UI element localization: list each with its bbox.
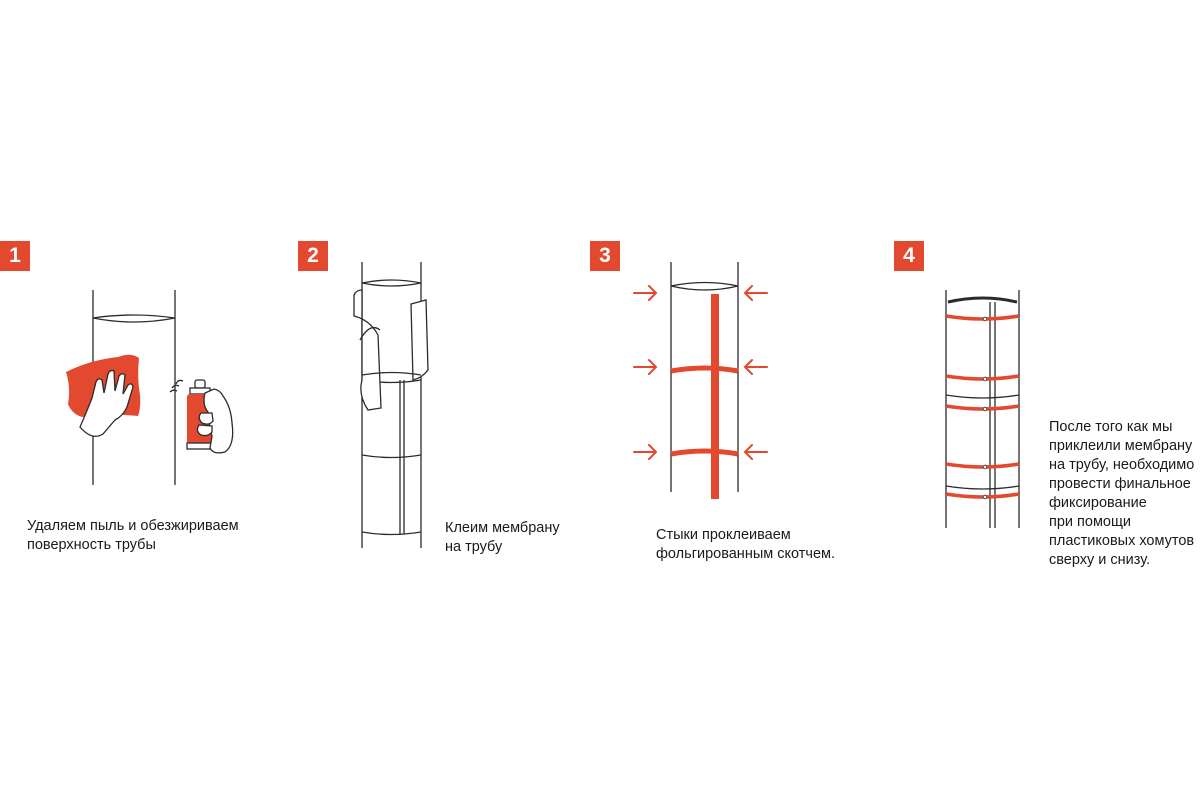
step-3-badge: 3 [590,241,620,271]
pipe-3 [670,262,739,492]
step-4-illustration [945,290,1020,528]
step-2-badge: 2 [298,241,328,271]
step-1-badge: 1 [0,241,30,271]
tape-strips [670,294,739,499]
step-4-badge: 4 [894,241,924,271]
membrane-lower [361,379,422,536]
hand-icon [79,369,134,437]
step-2-caption: Клеим мембрану на трубу [445,520,560,555]
pipe-4 [945,290,1020,528]
step-4-caption: После того как мы приклеили мембрану на … [1049,419,1195,568]
clamp-icons [945,314,1020,500]
step-3-caption: Стыки проклеиваем фольгированным скотчем… [656,527,836,562]
step-1-illustration [66,290,234,485]
step-3-illustration [633,262,768,499]
holding-hand-icon [196,388,234,454]
step-1-caption: Удаляем пыль и обезжириваем поверхность … [27,518,239,553]
arrow-icons [633,285,768,460]
membrane-flap [353,289,429,411]
step-2-illustration [353,262,429,548]
